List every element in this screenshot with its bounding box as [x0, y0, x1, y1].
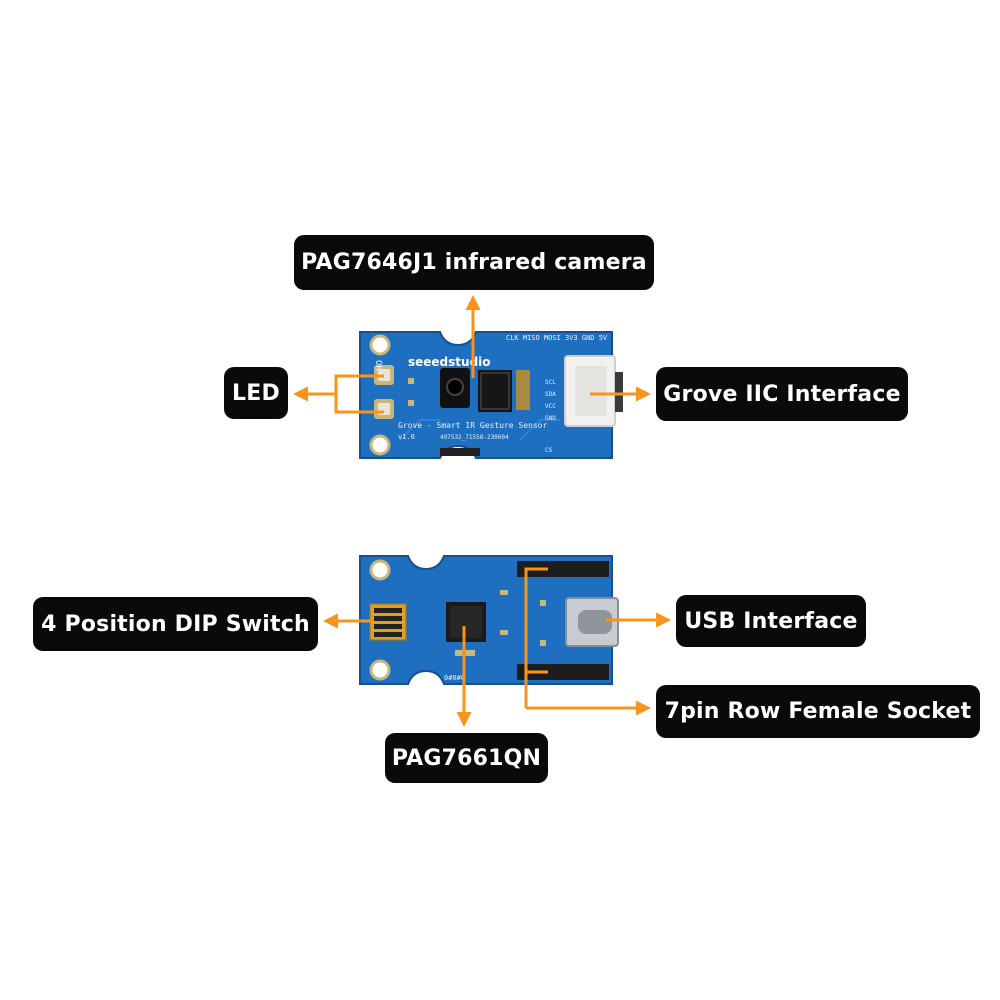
header-pins — [440, 448, 480, 456]
pag7661qn-label: PAG7661QN — [385, 733, 548, 783]
board-back: 0#0#0 — [359, 555, 619, 685]
grove-label: Grove IIC Interface — [656, 367, 908, 421]
code-silkscreen: 497532_71558-230604 — [440, 434, 509, 441]
led-label: LED — [224, 367, 288, 419]
pin-labels-silkscreen: CLK MISO MOSI 3V3 GND 5V — [506, 334, 608, 342]
led-component — [374, 365, 394, 419]
back-code-silkscreen: 0#0#0 — [444, 674, 465, 682]
female-socket-component — [517, 561, 609, 680]
socket-label: 7pin Row Female Socket — [656, 685, 980, 738]
brand-silkscreen: seeedstudio — [408, 355, 491, 369]
camera-label: PAG7646J1 infrared camera — [294, 235, 654, 290]
infrared-camera-component — [440, 368, 530, 412]
dip-switch-label: 4 Position DIP Switch — [33, 597, 318, 651]
cs-silkscreen: CS — [545, 447, 553, 454]
version-silkscreen: v1.0 — [398, 433, 415, 441]
grove-connector — [564, 355, 623, 427]
board-front: seeedstudio OK CLK MISO MOSI 3V3 GND 5V … — [359, 331, 623, 459]
ok-silkscreen: OK — [373, 360, 383, 371]
sda-silkscreen: SDA — [545, 391, 556, 398]
scl-silkscreen: SCL — [545, 379, 556, 386]
dip-switch-component — [369, 603, 407, 641]
product-silkscreen: Grove - Smart IR Gesture Sensor — [398, 421, 547, 430]
arrows — [293, 295, 671, 727]
vcc-silkscreen: VCC — [545, 403, 556, 410]
pag7661qn-chip — [446, 602, 486, 642]
arrow-socket-line — [524, 567, 548, 708]
usb-label: USB Interface — [676, 595, 866, 647]
usb-c-component — [565, 597, 619, 647]
gnd-silkscreen: GND — [545, 415, 556, 422]
